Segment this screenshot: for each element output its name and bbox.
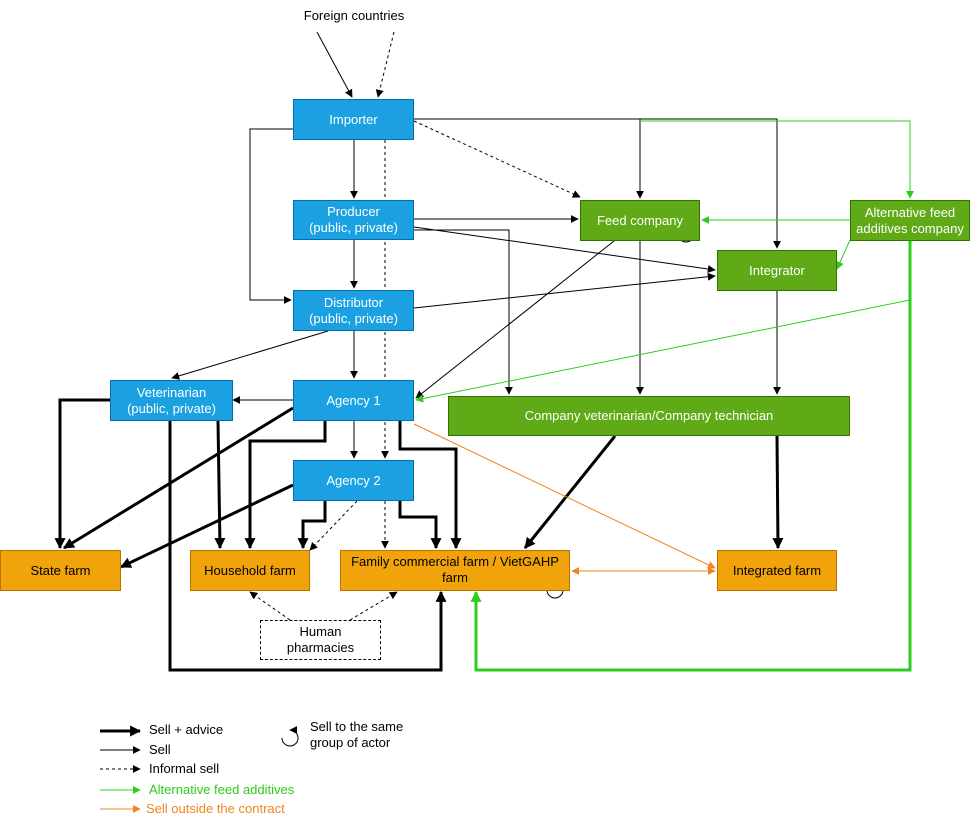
edge-importer-integrator: [640, 118, 781, 249]
edge-distributor-integrator: [413, 272, 716, 309]
edge-agency2-familyfarm: [398, 501, 442, 550]
importer-label: Importer: [329, 111, 378, 127]
legend-lines: [100, 725, 299, 813]
agency2-label: Agency 2: [326, 472, 381, 488]
edge-companyvet-integratedfarm: [772, 435, 784, 550]
edge-agency2-household: [297, 501, 327, 550]
distributor-sublabel: (public, private): [309, 310, 398, 326]
agency1-label: Agency 1: [326, 392, 381, 408]
node-integrated-farm: Integrated farm: [717, 550, 837, 591]
edge-feedcompany-agency1: [415, 240, 615, 399]
edge-importer-altfeed: [640, 120, 914, 199]
node-integrator: Integrator: [717, 250, 837, 291]
veterinarian-label: Veterinarian: [136, 384, 207, 400]
node-agency2: Agency 2: [293, 460, 414, 501]
feed-company-label: Feed company: [597, 212, 683, 228]
sell-advice-edges: [54, 398, 784, 672]
legend-sell: Sell: [149, 742, 171, 757]
edge-importer-distributor: [249, 128, 293, 304]
node-feed-company: Feed company: [580, 200, 700, 241]
node-veterinarian: Veterinarian (public, private): [110, 380, 233, 421]
edge-agency1-household: [244, 421, 327, 550]
node-company-vet: Company veterinarian/Company technician: [448, 396, 850, 436]
company-vet-label: Company veterinarian/Company technician: [524, 408, 774, 423]
node-importer: Importer: [293, 99, 414, 140]
edge-importer-feedcompany: [414, 118, 644, 199]
edge-agency2-statefarm: [120, 483, 294, 569]
legend-cycle-icon: [281, 726, 299, 747]
node-agency1: Agency 1: [293, 380, 414, 421]
edge-foreign-importer-informal: [375, 31, 395, 98]
edge-vet-familyfarm: [168, 421, 447, 672]
edge-importer-feedcompany-informal: [413, 120, 581, 198]
alt-feed-label: Alternative feed: [864, 204, 956, 220]
alt-feed-sublabel: additives company: [856, 220, 964, 236]
edge-agency1-statefarm: [63, 406, 294, 550]
producer-sublabel: (public, private): [309, 220, 398, 235]
sell-edges: [171, 31, 781, 459]
state-farm-label: State farm: [30, 562, 91, 578]
legend-sell-advice: Sell + advice: [149, 722, 224, 737]
legend-informal: Informal sell: [149, 761, 220, 776]
edge-companyvet-familyfarm: [523, 435, 617, 549]
node-household-farm: Household farm: [190, 550, 310, 591]
veterinarian-sublabel: (public, private): [127, 400, 216, 416]
edge-producer-integrator: [413, 226, 716, 273]
edge-agency2-household-informal: [309, 500, 358, 551]
edge-altfeed-agency1: [415, 299, 911, 403]
edge-altfeed-integrator: [836, 239, 851, 270]
family-farm-label: Family commercial farm / VietGAHP: [351, 554, 559, 569]
edge-pharm-familyfarm-informal: [349, 591, 398, 621]
edge-agency1-integratedfarm: [413, 423, 716, 569]
producer-label: Producer: [327, 204, 380, 219]
edge-producer-companyvet: [414, 229, 513, 395]
edge-altfeed-familyfarm: [470, 241, 912, 672]
node-human-pharmacies: Human pharmacies: [260, 620, 381, 660]
integrated-farm-label: Integrated farm: [732, 562, 822, 578]
human-pharm-sublabel: pharmacies: [286, 640, 355, 655]
node-producer: Producer (public, private): [293, 200, 414, 240]
edge-distributor-veterinarian: [171, 330, 329, 380]
alt-additive-edges: [415, 120, 914, 672]
distributor-label: Distributor: [323, 294, 384, 310]
node-family-farm: Family commercial farm / VietGAHP farm: [340, 550, 570, 591]
household-farm-label: Household farm: [204, 562, 296, 578]
legend-alt-additives: Alternative feed additives: [149, 782, 295, 797]
integrator-label: Integrator: [749, 262, 805, 278]
legend-same-group: Sell to the same group of actor: [310, 719, 403, 751]
human-pharm-label: Human: [299, 624, 342, 639]
legend-outside-contract: Sell outside the contract: [146, 801, 285, 816]
legend-same-group-line1: Sell to the same: [310, 719, 404, 734]
edge-vet-statefarm: [54, 398, 110, 550]
edge-agency1-familyfarm-a: [398, 421, 462, 550]
edge-foreign-importer: [316, 31, 353, 98]
legend-same-group-line2: group of actor: [310, 735, 391, 750]
node-alt-feed-company: Alternative feed additives company: [850, 200, 970, 241]
edge-pharm-household-informal: [249, 591, 291, 621]
node-distributor: Distributor (public, private): [293, 290, 414, 331]
node-state-farm: State farm: [0, 550, 121, 591]
outside-contract-edges: [413, 423, 716, 575]
node-foreign-countries: Foreign countries: [303, 8, 405, 23]
edge-vet-household: [214, 420, 226, 550]
family-farm-sublabel: farm: [442, 570, 468, 585]
